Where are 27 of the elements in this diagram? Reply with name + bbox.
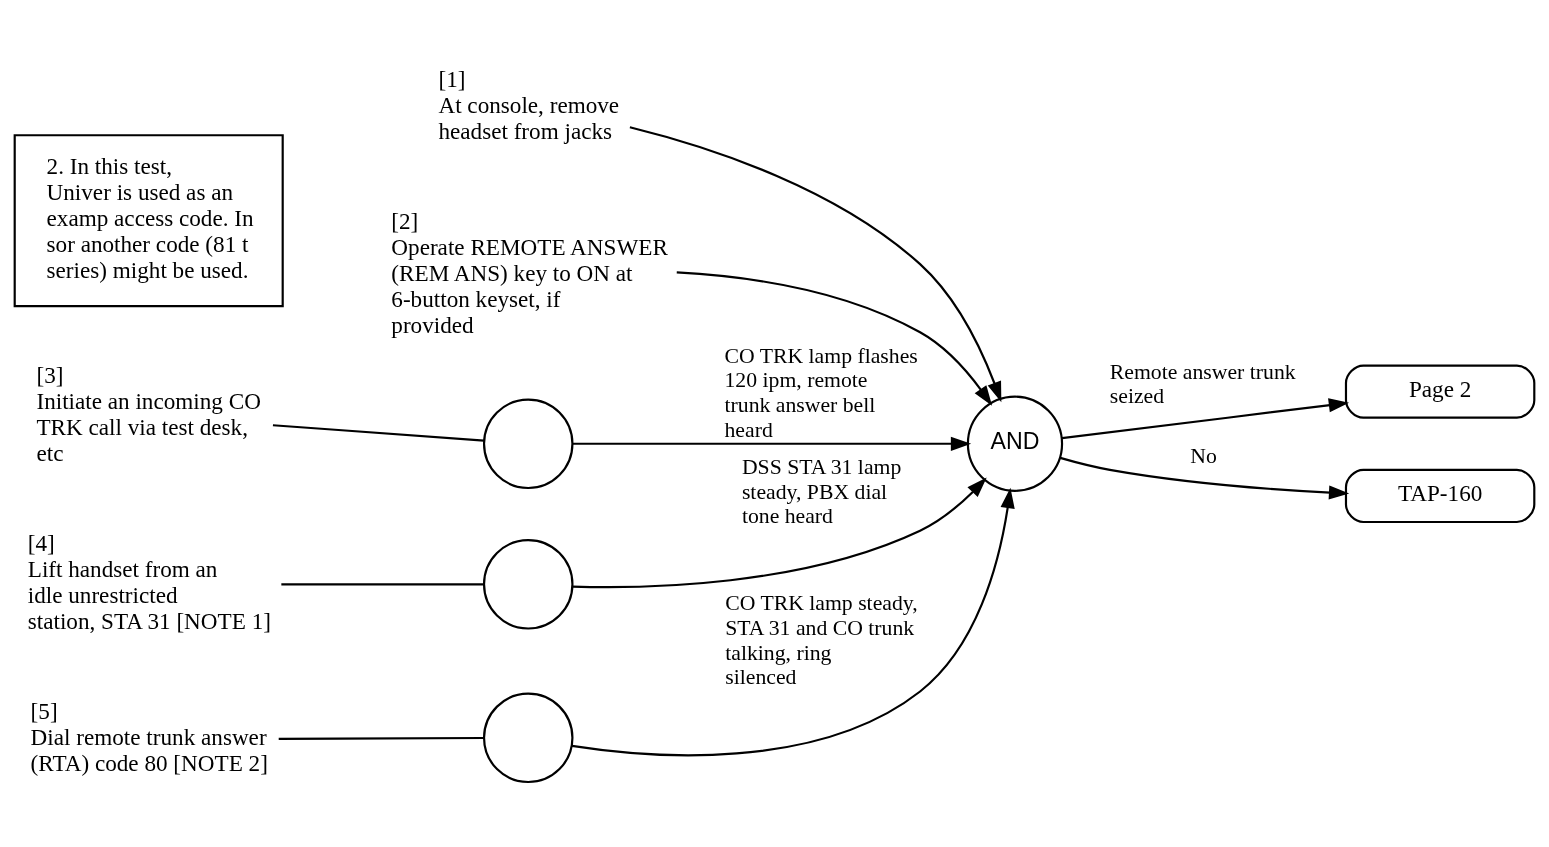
node-text: [4] Lift handset from an idle unrestricted station, STA 31 [NOTE 1] xyxy=(27,529,271,634)
arrow xyxy=(676,271,993,406)
arrow xyxy=(572,436,972,451)
arrow xyxy=(571,487,1015,757)
node-text: [5] Dial remote trunk answer (RTA) code 80 [NOTE 2] xyxy=(30,697,268,776)
node-box: TAP-160 xyxy=(1344,468,1536,524)
node-circle xyxy=(482,539,574,630)
edge-label: DSS STA 31 lamp steady, PBX dial tone heard xyxy=(741,455,902,529)
connector xyxy=(278,736,484,740)
edge-label: CO TRK lamp steady, STA 31 and CO trunk talking, ring silenced xyxy=(725,591,918,690)
connector xyxy=(281,583,484,586)
edge-label: CO TRK lamp flashes 120 ipm, remote trunk answer bell heard xyxy=(724,343,918,442)
node-text: [2] Operate REMOTE ANSWER (REM ANS) key to ON at 6-button keyset, if provided xyxy=(391,208,668,339)
node-text: [3] Initiate an incoming CO TRK call via test desk, etc xyxy=(36,361,261,466)
node-circle xyxy=(482,692,574,784)
edge-label: No xyxy=(1190,443,1217,468)
node-circle xyxy=(482,398,574,490)
arrow xyxy=(629,126,1002,403)
edge-label: Remote answer trunk seized xyxy=(1109,359,1296,409)
node-text: [1] At console, remove headset from jacks xyxy=(438,66,620,145)
arrow xyxy=(1059,456,1350,500)
connector xyxy=(272,424,484,442)
node-box: 2. In this test, Univer is used as an examp access code. In sor another code (81 t series) might be used. xyxy=(13,134,284,308)
arrow xyxy=(1061,398,1350,440)
node-circle: AND xyxy=(966,395,1064,492)
arrow xyxy=(572,477,987,589)
node-box: Page 2 xyxy=(1344,364,1536,419)
